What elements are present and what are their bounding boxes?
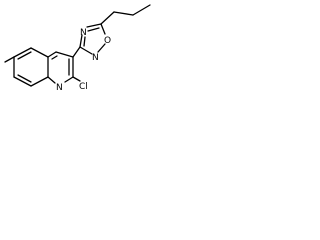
nitrogen-atom-label: N — [80, 28, 87, 38]
bond — [79, 46, 93, 55]
bond — [47, 76, 56, 84]
bond — [113, 11, 134, 16]
bond — [30, 47, 49, 58]
propyl-chain — [100, 4, 151, 25]
oxygen-atom-label: O — [104, 36, 111, 46]
chemical-structure-diagram: O N N N Cl — [4, 4, 151, 93]
bond — [100, 23, 106, 35]
bond — [72, 46, 81, 58]
oxadiazole-ring — [79, 23, 106, 55]
chlorine-atom-label: Cl — [79, 82, 88, 92]
bond — [30, 76, 49, 87]
bond — [55, 51, 74, 58]
bond — [64, 76, 74, 83]
bond — [13, 47, 32, 58]
pyridine-ring — [47, 51, 74, 84]
bond — [4, 56, 15, 63]
bond — [86, 23, 102, 28]
bond — [132, 4, 151, 16]
bond — [83, 36, 86, 47]
benzene-ring — [13, 47, 49, 87]
bond — [17, 74, 32, 83]
bond — [87, 27, 100, 32]
bond — [13, 76, 32, 87]
bond — [47, 51, 57, 58]
bond — [100, 11, 115, 25]
nitrogen-atom-label: N — [56, 83, 63, 93]
bond — [17, 51, 32, 60]
nitrogen-atom-label: N — [92, 53, 99, 63]
bond — [79, 34, 83, 48]
bond — [51, 55, 58, 60]
bond — [97, 43, 106, 53]
bond — [72, 76, 81, 82]
